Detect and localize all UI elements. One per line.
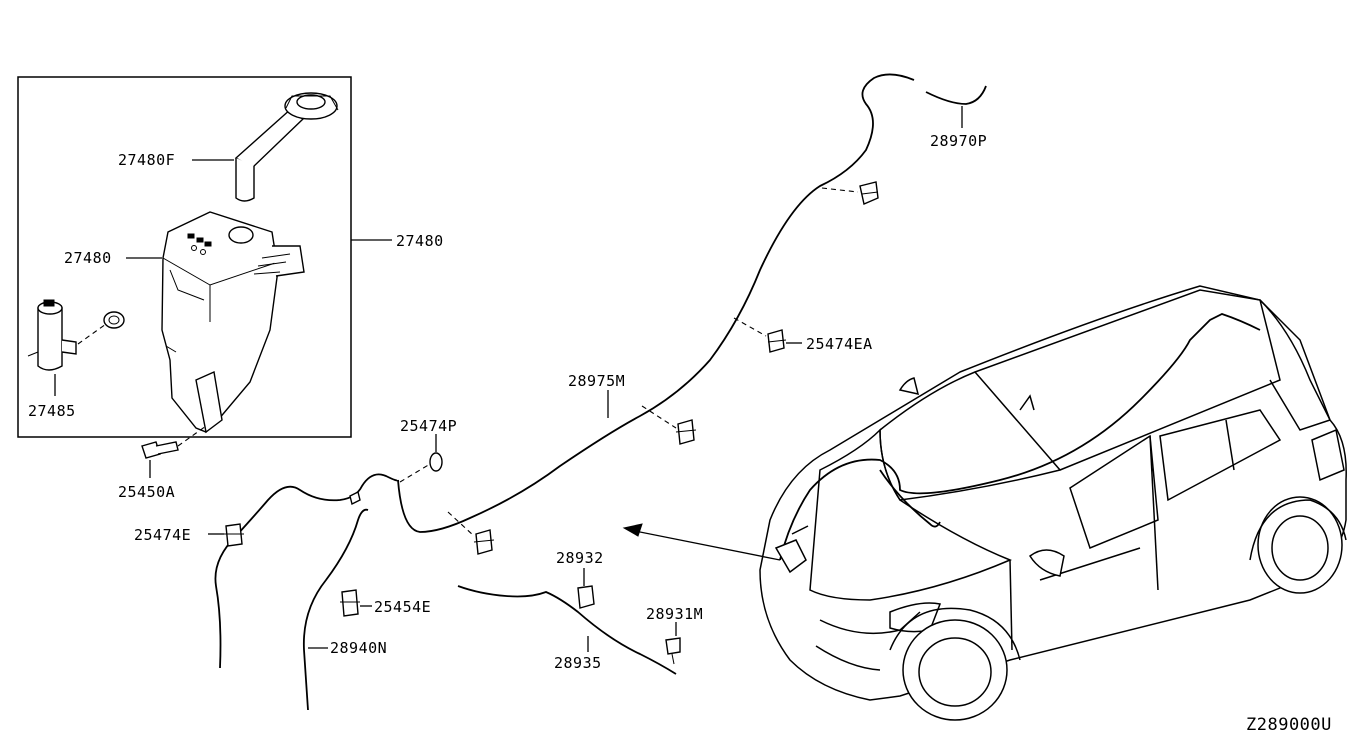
label-25474P: 25474P bbox=[400, 417, 457, 435]
clip-dash-1 bbox=[821, 187, 859, 193]
clip-dash-3 bbox=[641, 405, 677, 429]
bolt-dashline bbox=[177, 425, 207, 447]
grommet-25474P bbox=[429, 452, 443, 472]
label-27480-assembly: 27480 bbox=[396, 232, 444, 250]
label-28970P: 28970P bbox=[930, 132, 987, 150]
label-25454E: 25454E bbox=[374, 598, 431, 616]
nozzle-28931M bbox=[665, 637, 681, 665]
diagram-code: Z289000U bbox=[1246, 715, 1332, 735]
label-28935: 28935 bbox=[554, 654, 602, 672]
hose-28940N bbox=[302, 508, 369, 711]
clip-25474EA bbox=[767, 329, 787, 353]
clip-dash-2 bbox=[733, 317, 767, 337]
clip-mid bbox=[675, 419, 697, 445]
hose-28970P bbox=[925, 85, 987, 105]
label-25450A: 25450A bbox=[118, 483, 175, 501]
bolt-25450A bbox=[141, 441, 179, 459]
label-28975M: 28975M bbox=[568, 372, 625, 390]
label-28931M: 28931M bbox=[646, 605, 703, 623]
hose-joint bbox=[349, 490, 361, 506]
hose-28935 bbox=[457, 585, 677, 675]
label-25474E: 25474E bbox=[134, 526, 191, 544]
pump-grommet-dashline bbox=[77, 323, 107, 345]
grommet-dash bbox=[399, 463, 431, 483]
label-25474EA: 25474EA bbox=[806, 335, 873, 353]
clip-25474EA-upper bbox=[859, 181, 879, 205]
front-hose-left bbox=[214, 473, 399, 669]
label-27480-tank: 27480 bbox=[64, 249, 112, 267]
clip-25454E bbox=[340, 589, 360, 617]
washer-tank-27480 bbox=[161, 211, 305, 434]
hose-28975M bbox=[397, 73, 915, 533]
reservoir-inset-box bbox=[17, 76, 352, 438]
vehicle-illustration bbox=[759, 285, 1347, 721]
filler-tube-27480F bbox=[234, 92, 339, 202]
clip-lower bbox=[473, 529, 495, 555]
nozzle-28932 bbox=[577, 585, 595, 609]
pump-grommet bbox=[103, 311, 125, 329]
label-28932: 28932 bbox=[556, 549, 604, 567]
clip-dash-4 bbox=[447, 511, 475, 537]
label-27480F: 27480F bbox=[118, 151, 175, 169]
label-27485: 27485 bbox=[28, 402, 76, 420]
label-28940N: 28940N bbox=[330, 639, 387, 657]
washer-pump-27485 bbox=[27, 299, 77, 371]
arrow-head bbox=[622, 523, 643, 537]
clip-25474E bbox=[224, 523, 244, 547]
location-arrow bbox=[629, 529, 781, 561]
